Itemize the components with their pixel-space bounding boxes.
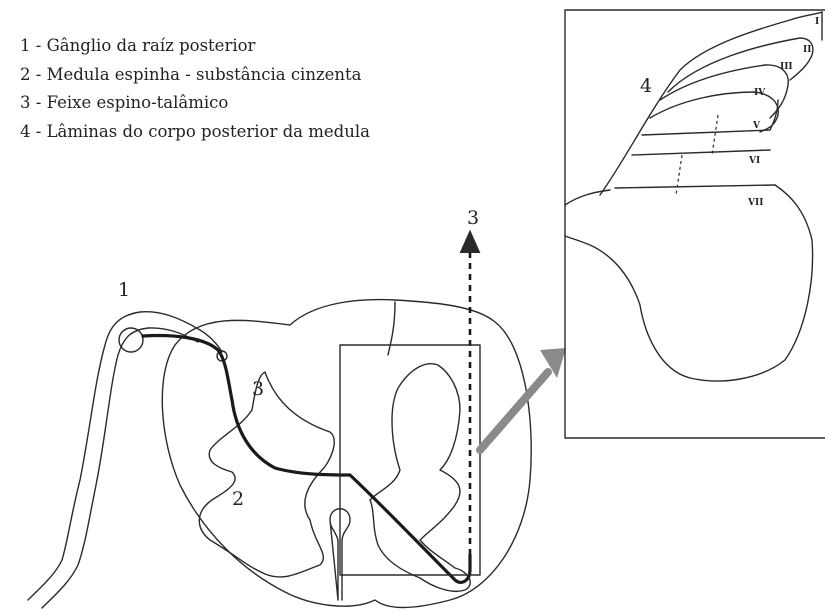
dorsal-root-inner (42, 328, 198, 608)
dorsal-root-outer (28, 312, 222, 600)
lamina-label-5: V (752, 121, 761, 131)
label-tract-arrow: 3 (467, 207, 479, 229)
dorsal-root-ganglion (119, 328, 143, 352)
label-laminae: 4 (640, 75, 652, 97)
spinothalamic-pathway (143, 336, 470, 583)
lamina-label-6: VI (748, 156, 760, 166)
gray-matter-right (370, 364, 470, 592)
label-gray-matter: 2 (232, 488, 244, 510)
zoom-arrow-shaft (480, 372, 548, 450)
lamina-label-7: VII (747, 198, 763, 208)
zoom-region-box (340, 345, 480, 575)
lamina-label-3: III (780, 62, 793, 72)
lamina-label-1: I (815, 17, 819, 27)
label-tract-near: 3 (252, 378, 264, 400)
posterior-median-septum (388, 302, 395, 355)
label-ganglion: 1 (118, 279, 130, 301)
lamina-label-2: II (803, 45, 811, 55)
lamina-label-4: IV (754, 88, 766, 98)
